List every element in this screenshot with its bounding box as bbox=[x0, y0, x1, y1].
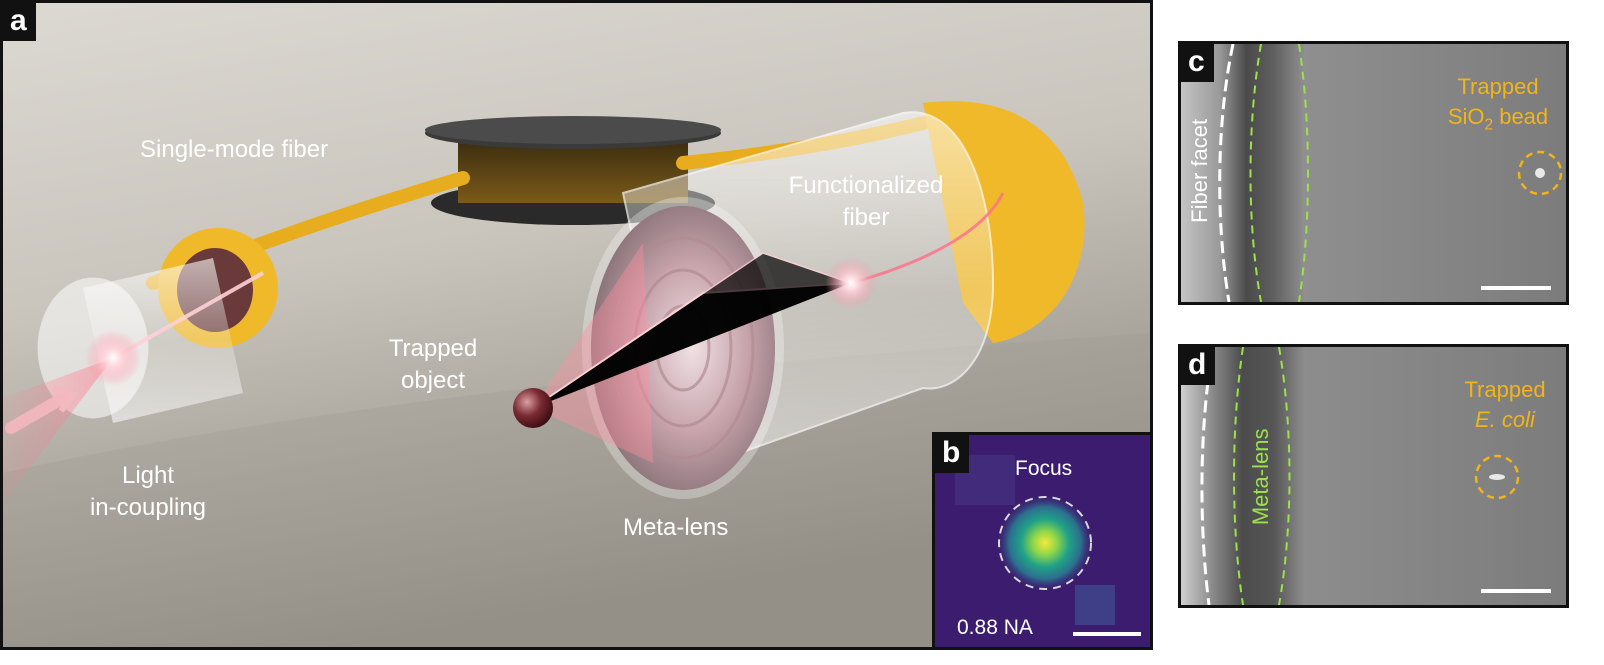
panel-c-label: c bbox=[1181, 44, 1214, 82]
panel-d: d Meta-lens Trapped E. coli bbox=[1178, 344, 1569, 608]
meta-lens-micrograph-label: Meta-lens bbox=[1248, 428, 1274, 526]
trapped-ecoli-line-2: E. coli bbox=[1475, 406, 1535, 432]
panel-c-micrograph bbox=[1181, 44, 1566, 302]
trapped-bead-line-1: Trapped bbox=[1457, 74, 1539, 99]
single-mode-fiber-label: Single-mode fiber bbox=[140, 136, 329, 163]
functionalized-line-1: Functionalized bbox=[788, 172, 944, 199]
functionalized-line-2: fiber bbox=[842, 204, 890, 232]
numerical-aperture-label: 0.88 NA bbox=[957, 616, 1033, 639]
panel-d-micrograph bbox=[1181, 347, 1566, 605]
light-in-coupling-line-1: Light bbox=[121, 462, 175, 489]
panel-a: a Single-mode fiber Functionalized fiber… bbox=[0, 0, 1153, 650]
panel-b: b Focus 0.88 NA bbox=[932, 432, 1150, 647]
trapped-object-line-1: Trapped bbox=[388, 335, 478, 362]
meta-lens-label: Meta-lens bbox=[623, 514, 729, 541]
fiber-facet-label: Fiber facet bbox=[1187, 118, 1213, 223]
panel-c: c Fiber facet Trapped SiO2 bead bbox=[1178, 41, 1569, 305]
sio2-prefix: SiO bbox=[1447, 103, 1485, 129]
functionalized-fiber-label: Functionalized fiber bbox=[773, 170, 959, 235]
trapped-bead-line-2: SiO2 bead bbox=[1433, 102, 1563, 134]
focus-label: Focus bbox=[1015, 457, 1073, 480]
panel-a-illustration bbox=[3, 3, 1150, 647]
light-in-coupling-line-2: in-coupling bbox=[89, 494, 207, 522]
trapped-ecoli-label: Trapped E. coli bbox=[1446, 375, 1564, 434]
light-in-coupling-label: Light in-coupling bbox=[73, 460, 223, 525]
panel-d-label: d bbox=[1181, 347, 1216, 385]
trapped-object-label: Trapped object bbox=[371, 333, 495, 398]
panel-b-label: b bbox=[935, 435, 970, 473]
panel-a-label: a bbox=[3, 3, 36, 41]
trapped-ecoli-line-1: Trapped bbox=[1464, 377, 1546, 402]
trapped-bead-label: Trapped SiO2 bead bbox=[1433, 72, 1563, 134]
sio2-subscript: 2 bbox=[1484, 116, 1494, 134]
focus-spot-image bbox=[935, 435, 1150, 647]
trapped-object-line-2: object bbox=[400, 367, 466, 395]
bead-suffix: bead bbox=[1493, 103, 1549, 129]
